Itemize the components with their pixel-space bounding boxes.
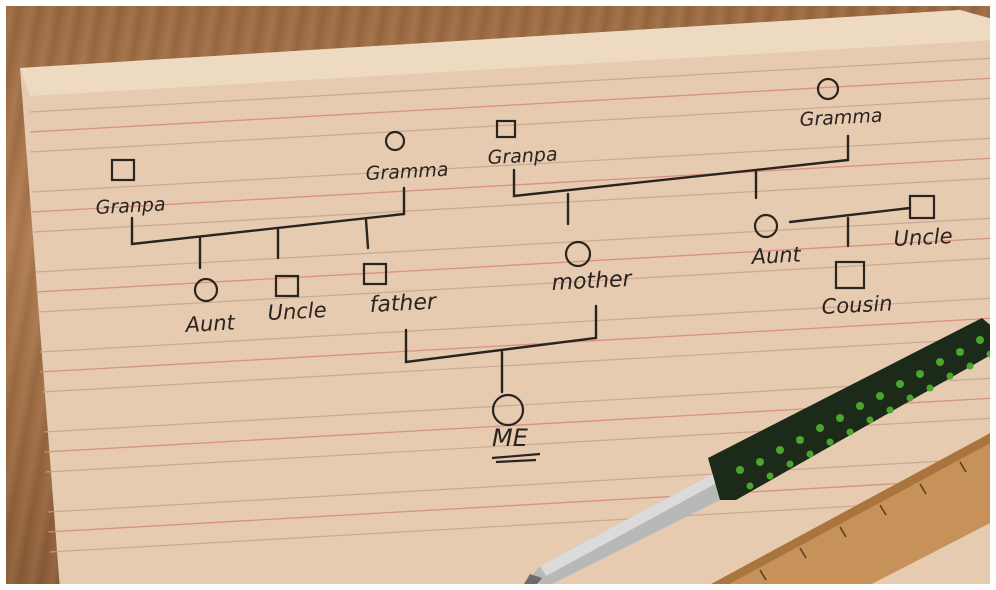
card-top-edge — [20, 10, 996, 96]
pen — [524, 318, 996, 588]
label-gramma-left: Gramma — [365, 159, 449, 185]
tree-lines — [130, 134, 912, 394]
circle-female-icon — [816, 77, 840, 101]
label-cousin: Cousin — [821, 291, 893, 319]
tree-labels: Granpa Gramma Granpa Gramma Aunt Uncle f… — [95, 105, 953, 452]
square-male-icon — [908, 194, 936, 220]
label-gramma-right: Gramma — [799, 105, 883, 131]
circle-female-icon — [491, 393, 525, 427]
label-me: ME — [492, 424, 529, 452]
tree-symbols — [110, 77, 936, 464]
square-male-icon — [110, 158, 136, 182]
label-grandpa-right: Granpa — [487, 143, 558, 169]
circle-female-icon — [384, 130, 406, 152]
square-male-icon — [834, 260, 866, 290]
circle-female-icon — [193, 277, 219, 303]
underline-mark — [495, 458, 537, 464]
circle-female-icon — [564, 240, 592, 268]
label-grandpa-left: Granpa — [95, 193, 166, 219]
red-rule-lines — [29, 77, 996, 533]
circle-female-icon — [753, 213, 779, 239]
label-father: father — [369, 289, 439, 318]
ruled-lines — [29, 57, 996, 553]
label-uncle-left: Uncle — [267, 298, 327, 325]
label-mother: mother — [551, 267, 634, 296]
square-male-icon — [274, 274, 300, 298]
label-aunt-right: Aunt — [749, 242, 802, 269]
ruler — [700, 430, 996, 590]
label-aunt-left: Aunt — [183, 310, 236, 337]
label-uncle-right: Uncle — [893, 224, 953, 251]
underline-mark — [491, 452, 541, 460]
square-male-icon — [362, 262, 388, 286]
square-male-icon — [495, 119, 517, 139]
